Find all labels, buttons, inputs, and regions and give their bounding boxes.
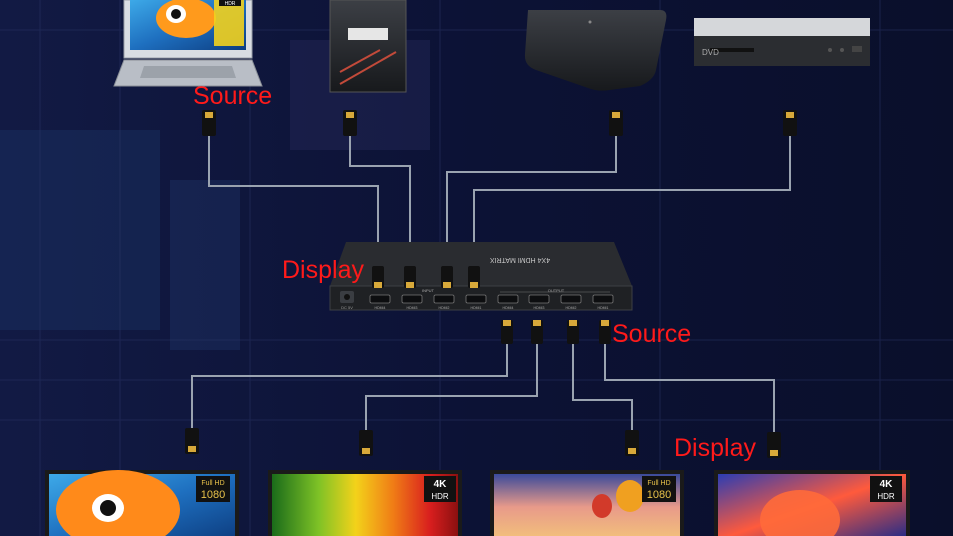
display-badge-top: 4K <box>880 479 894 490</box>
laptop-hdr-text: HDR <box>225 1 236 7</box>
input-port-label: HDMI2 <box>439 306 450 310</box>
fullhd-badge <box>642 476 676 502</box>
fullhd-badge <box>196 476 230 502</box>
input-port-label: HDMI3 <box>407 306 418 310</box>
cable-source-2 <box>349 136 411 268</box>
dvd-label: DVD <box>702 48 719 57</box>
label-source-right: Source <box>612 320 692 348</box>
4k-badge <box>870 476 902 502</box>
matrix-input-plugs <box>372 266 480 288</box>
output-port-label: HDMI3 <box>534 306 545 310</box>
output-port-label: HDMI2 <box>566 306 577 310</box>
matrix-output-plugs <box>501 320 611 344</box>
cable-display-3 <box>572 342 633 432</box>
input-port-label: HDMI4 <box>375 306 386 310</box>
display-badge-bottom: HDR <box>431 492 449 501</box>
laptop: HDR <box>113 0 263 87</box>
display-badge-bottom: 1080 <box>201 489 225 501</box>
4k-badge <box>424 476 456 502</box>
cable-display-2 <box>365 342 538 432</box>
display-badge-bottom: HDR <box>877 492 895 501</box>
cable-display-4 <box>604 342 775 434</box>
display-2: 4K HDR <box>268 470 462 536</box>
desktop-tower <box>329 0 407 93</box>
display-connectors <box>185 428 781 458</box>
input-group-label: INPUT <box>422 288 435 293</box>
input-port-label: HDMI1 <box>471 306 482 310</box>
label-display-mid: Display <box>282 256 364 284</box>
display-1: Full HD 1080 <box>45 470 239 536</box>
cable-display-1 <box>191 342 508 430</box>
display-3: Full HD 1080 <box>490 470 684 536</box>
output-group-label: OUTPUT <box>548 288 565 293</box>
display-badge-bottom: 1080 <box>647 489 671 501</box>
source-connectors <box>202 110 797 136</box>
dvd-player: DVD <box>694 18 870 66</box>
input-ports: HDMI4 HDMI3 HDMI2 HDMI1 <box>369 294 487 310</box>
display-4: 4K HDR <box>714 470 910 536</box>
cable-source-1 <box>208 136 379 268</box>
display-badge-top: 4K <box>434 479 448 490</box>
cable-source-3 <box>446 136 617 268</box>
label-display-bottom: Display <box>674 434 756 462</box>
cable-source-4 <box>473 136 791 268</box>
output-port-label: HDMI1 <box>598 306 609 310</box>
power-label: DC 5V <box>341 305 353 310</box>
output-ports: HDMI4 HDMI3 HDMI2 HDMI1 <box>497 294 614 310</box>
display-badge-top: Full HD <box>201 480 224 487</box>
streaming-box <box>524 10 667 91</box>
label-source-top: Source <box>193 82 273 110</box>
input-cables <box>208 136 791 268</box>
output-port-label: HDMI4 <box>503 306 514 310</box>
hdr-badge <box>219 0 241 6</box>
output-cables <box>191 342 775 434</box>
matrix-title: 4X4 HDMI MATRIX <box>490 256 550 263</box>
display-badge-top: Full HD <box>647 480 670 487</box>
